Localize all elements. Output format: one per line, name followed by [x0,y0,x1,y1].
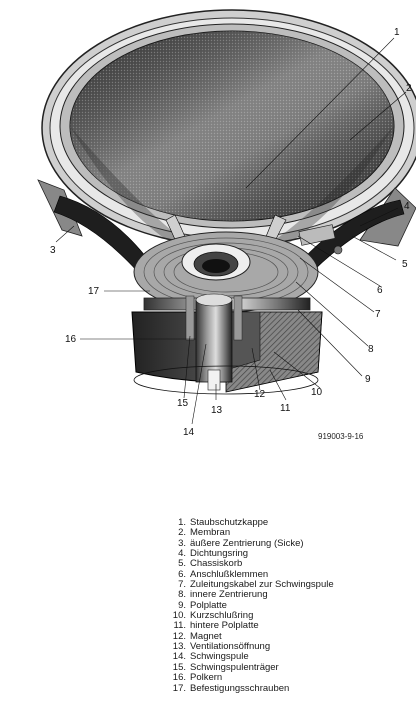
callout-14: 14 [183,427,195,438]
callout-16: 16 [65,334,77,345]
legend-item: 11.hintere Polplatte [173,620,259,632]
parts-legend: 1.Staubschutzkappe 2.Membran 3.äußere Ze… [168,517,334,694]
legend-item: 17.Befestigungsschrauben [172,682,290,694]
callout-12: 12 [254,389,266,400]
callout-17: 17 [88,286,100,297]
callout-2: 2 [406,83,412,94]
legend-item: 16.Polkern [172,672,223,684]
legend-item: 1.Staubschutzkappe [178,517,269,528]
callout-4: 4 [404,201,410,212]
dust-cap [181,243,251,281]
callout-7: 7 [375,309,381,320]
callout-5: 5 [402,259,408,270]
legend-item: 14.Schwingspule [172,651,249,663]
legend-item: 7.Zuleitungskabel zur Schwingspule [178,579,334,591]
callout-11: 11 [280,403,291,414]
callout-3: 3 [50,245,56,256]
legend-item: 6.Anschlußklemmen [178,568,269,580]
legend-item: 2.Membran [178,527,231,539]
legend-item: 15.Schwingspulenträger [172,661,279,673]
callout-6: 6 [377,285,383,296]
callout-8: 8 [368,344,374,355]
legend-item: 12.Magnet [172,630,222,642]
legend-item: 13.Ventilationsöffnung [172,641,271,653]
legend-item: 10.Kurzschlußring [172,610,254,622]
callout-1: 1 [394,27,400,38]
callout-13: 13 [211,405,223,416]
legend-item: 3.äußere Zentrierung (Sicke) [178,537,304,549]
callout-10: 10 [311,387,323,398]
terminals [298,224,343,255]
cone-membrane [69,30,395,258]
legend-item: 8.innere Zentrierung [178,589,268,601]
speaker-cutaway-illustration [37,9,416,425]
figure-id: 919003-9-16 [318,432,364,441]
legend-item: 4.Dichtungsring [178,548,249,560]
magnet-assembly [131,293,323,395]
legend-item: 9.Polplatte [178,599,227,611]
legend-item: 5.Chassiskorb [178,558,243,570]
callout-15: 15 [177,398,189,409]
leader-lines [55,37,407,425]
callout-9: 9 [365,374,371,385]
